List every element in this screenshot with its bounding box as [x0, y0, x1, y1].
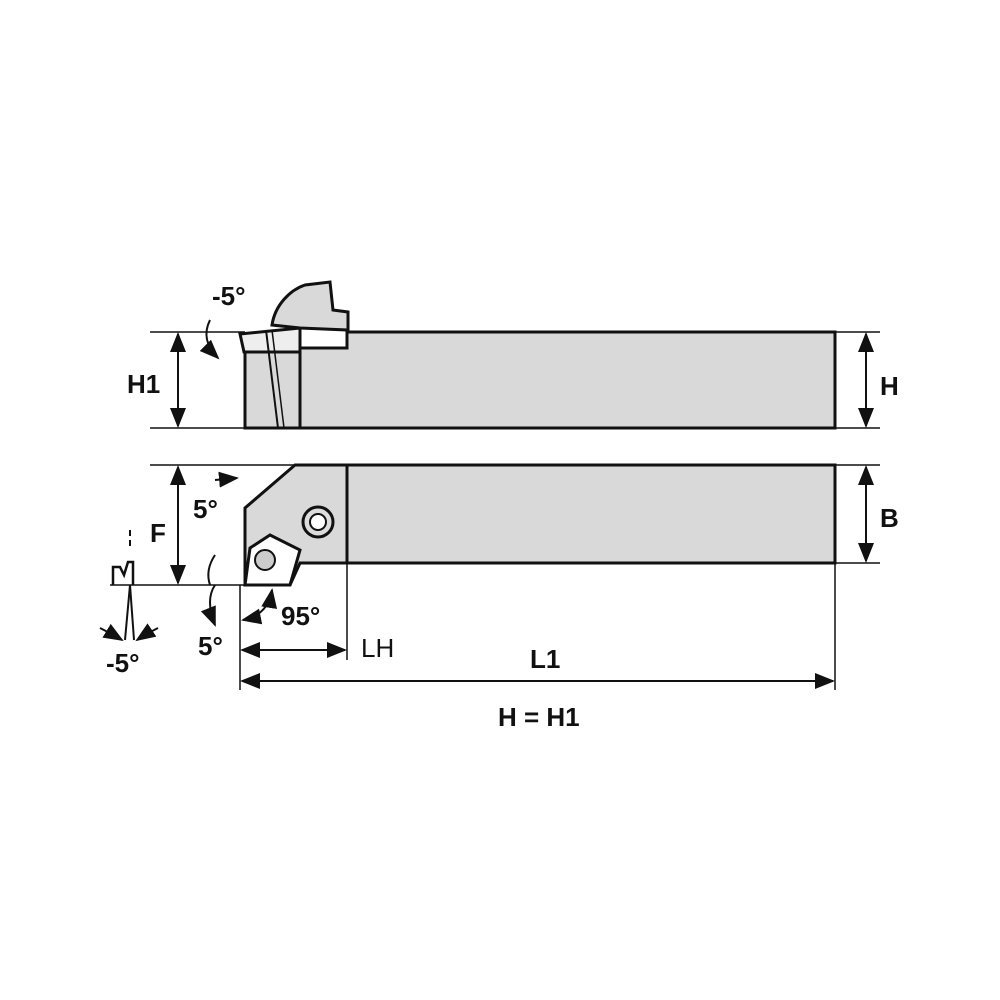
lead-angle-label: 95° — [281, 601, 320, 631]
b-label: B — [880, 503, 899, 533]
clearance-angle-bottom-label: 5° — [198, 631, 223, 661]
top-view-body — [243, 463, 837, 587]
rake-angle-label: -5° — [212, 281, 246, 311]
insert-seat — [238, 326, 302, 354]
f-label: F — [150, 518, 166, 548]
clearance-angle-top-label: 5° — [193, 494, 218, 524]
h-label: H — [880, 371, 899, 401]
h1-label: H1 — [127, 369, 160, 399]
side-rake-icon — [111, 560, 135, 585]
side-view-body — [298, 330, 837, 430]
lh-label: LH — [361, 633, 394, 663]
side-view — [238, 280, 837, 430]
rake-angle-arc — [199, 319, 220, 360]
lead-angle-arc — [241, 588, 278, 625]
top-view — [243, 463, 837, 587]
insert-screw-icon — [254, 549, 276, 571]
h-equals-h1-note: H = H1 — [498, 702, 580, 732]
clamp-icon — [270, 280, 350, 332]
side-rake-angle-label: -5° — [106, 648, 140, 678]
l1-label: L1 — [530, 644, 560, 674]
